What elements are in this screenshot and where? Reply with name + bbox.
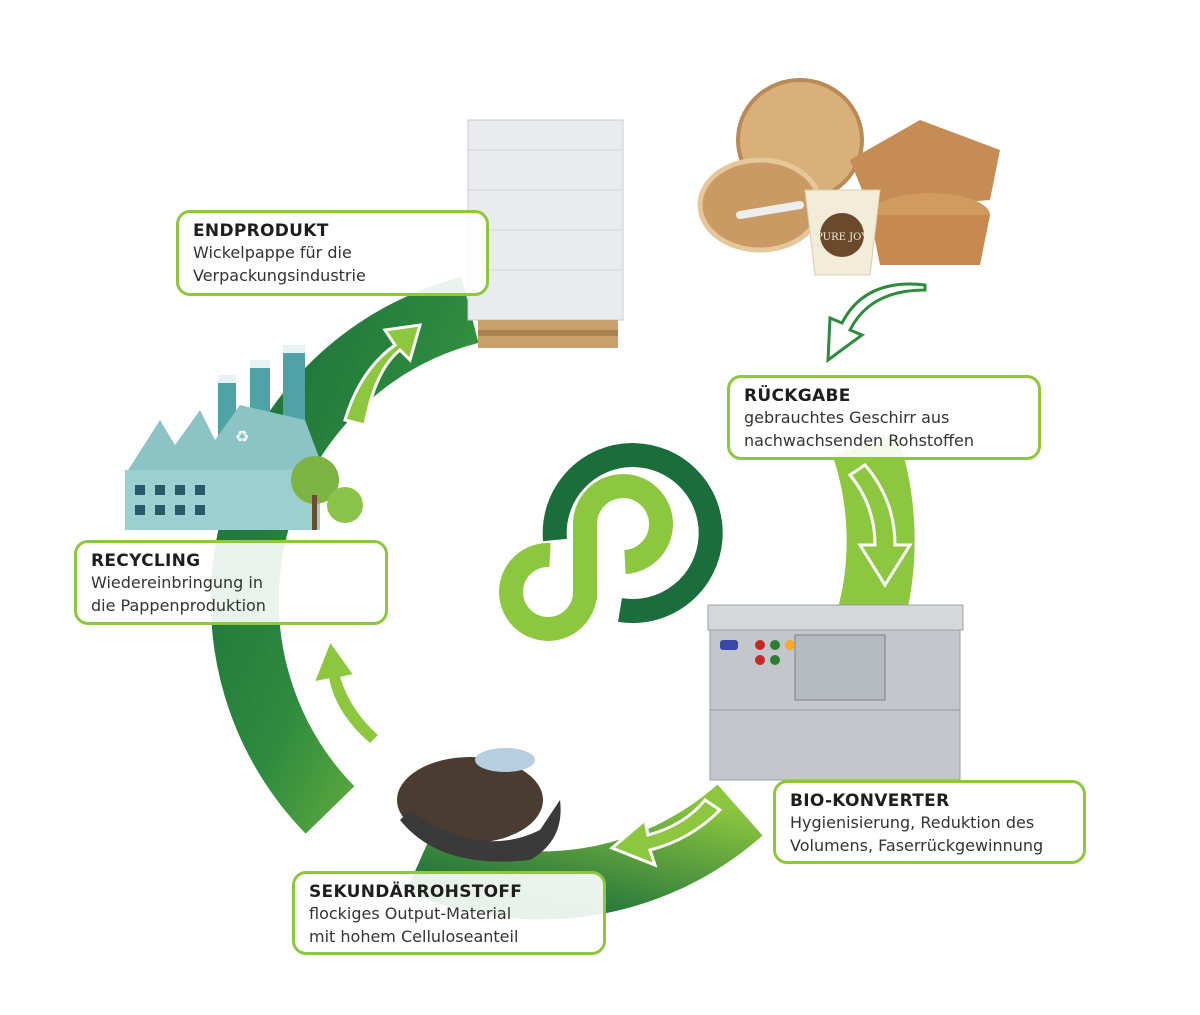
step-description: Wiedereinbringung in	[91, 573, 263, 592]
arrow-icon	[343, 323, 423, 427]
step-title: RECYCLING	[91, 551, 201, 571]
step-description: die Pappenproduktion	[91, 596, 266, 615]
factory-image: ♻	[125, 345, 363, 530]
step-rueckgabe: RÜCKGABE gebrauchtes Geschirr aus nachwa…	[727, 375, 1041, 460]
secondary-raw-material-image	[393, 748, 561, 862]
step-description: Verpackungsindustrie	[193, 266, 366, 285]
arrow-icon	[847, 463, 913, 588]
brand-logo	[499, 443, 723, 641]
step-description: Wickelpappe für die	[193, 243, 352, 262]
cardboard-stack-image	[467, 119, 624, 348]
step-title: RÜCKGABE	[744, 386, 851, 406]
step-endprodukt: ENDPRODUKT Wickelpappe für die Verpackun…	[176, 210, 489, 296]
arrow-icon	[826, 282, 927, 364]
bio-converter-machine-image	[707, 604, 964, 781]
step-bio-konverter: BIO-KONVERTER Hygienisierung, Reduktion …	[773, 780, 1086, 864]
arrow-icon	[609, 797, 723, 868]
step-title: BIO-KONVERTER	[790, 791, 950, 811]
arrow-icon	[310, 636, 383, 748]
step-title: SEKUNDÄRROHSTOFF	[309, 882, 523, 902]
tableware-image: PURE JOY	[697, 78, 1000, 276]
step-description: Hygienisierung, Reduktion des	[790, 813, 1035, 832]
recycle-icon: ♻	[235, 427, 249, 446]
step-description: nachwachsenden Rohstoffen	[744, 431, 974, 450]
step-description: flockiges Output-Material	[309, 904, 512, 923]
step-description: gebrauchtes Geschirr aus	[744, 408, 950, 427]
cup-logo-text: PURE JOY	[816, 232, 868, 243]
step-description: mit hohem Celluloseanteil	[309, 927, 519, 946]
step-title: ENDPRODUKT	[193, 221, 329, 241]
step-description: Volumens, Faserrückgewinnung	[790, 836, 1044, 855]
step-sekundaerrohstoff: SEKUNDÄRROHSTOFF flockiges Output-Materi…	[292, 871, 606, 955]
step-recycling: RECYCLING Wiedereinbringung in die Pappe…	[74, 540, 388, 625]
